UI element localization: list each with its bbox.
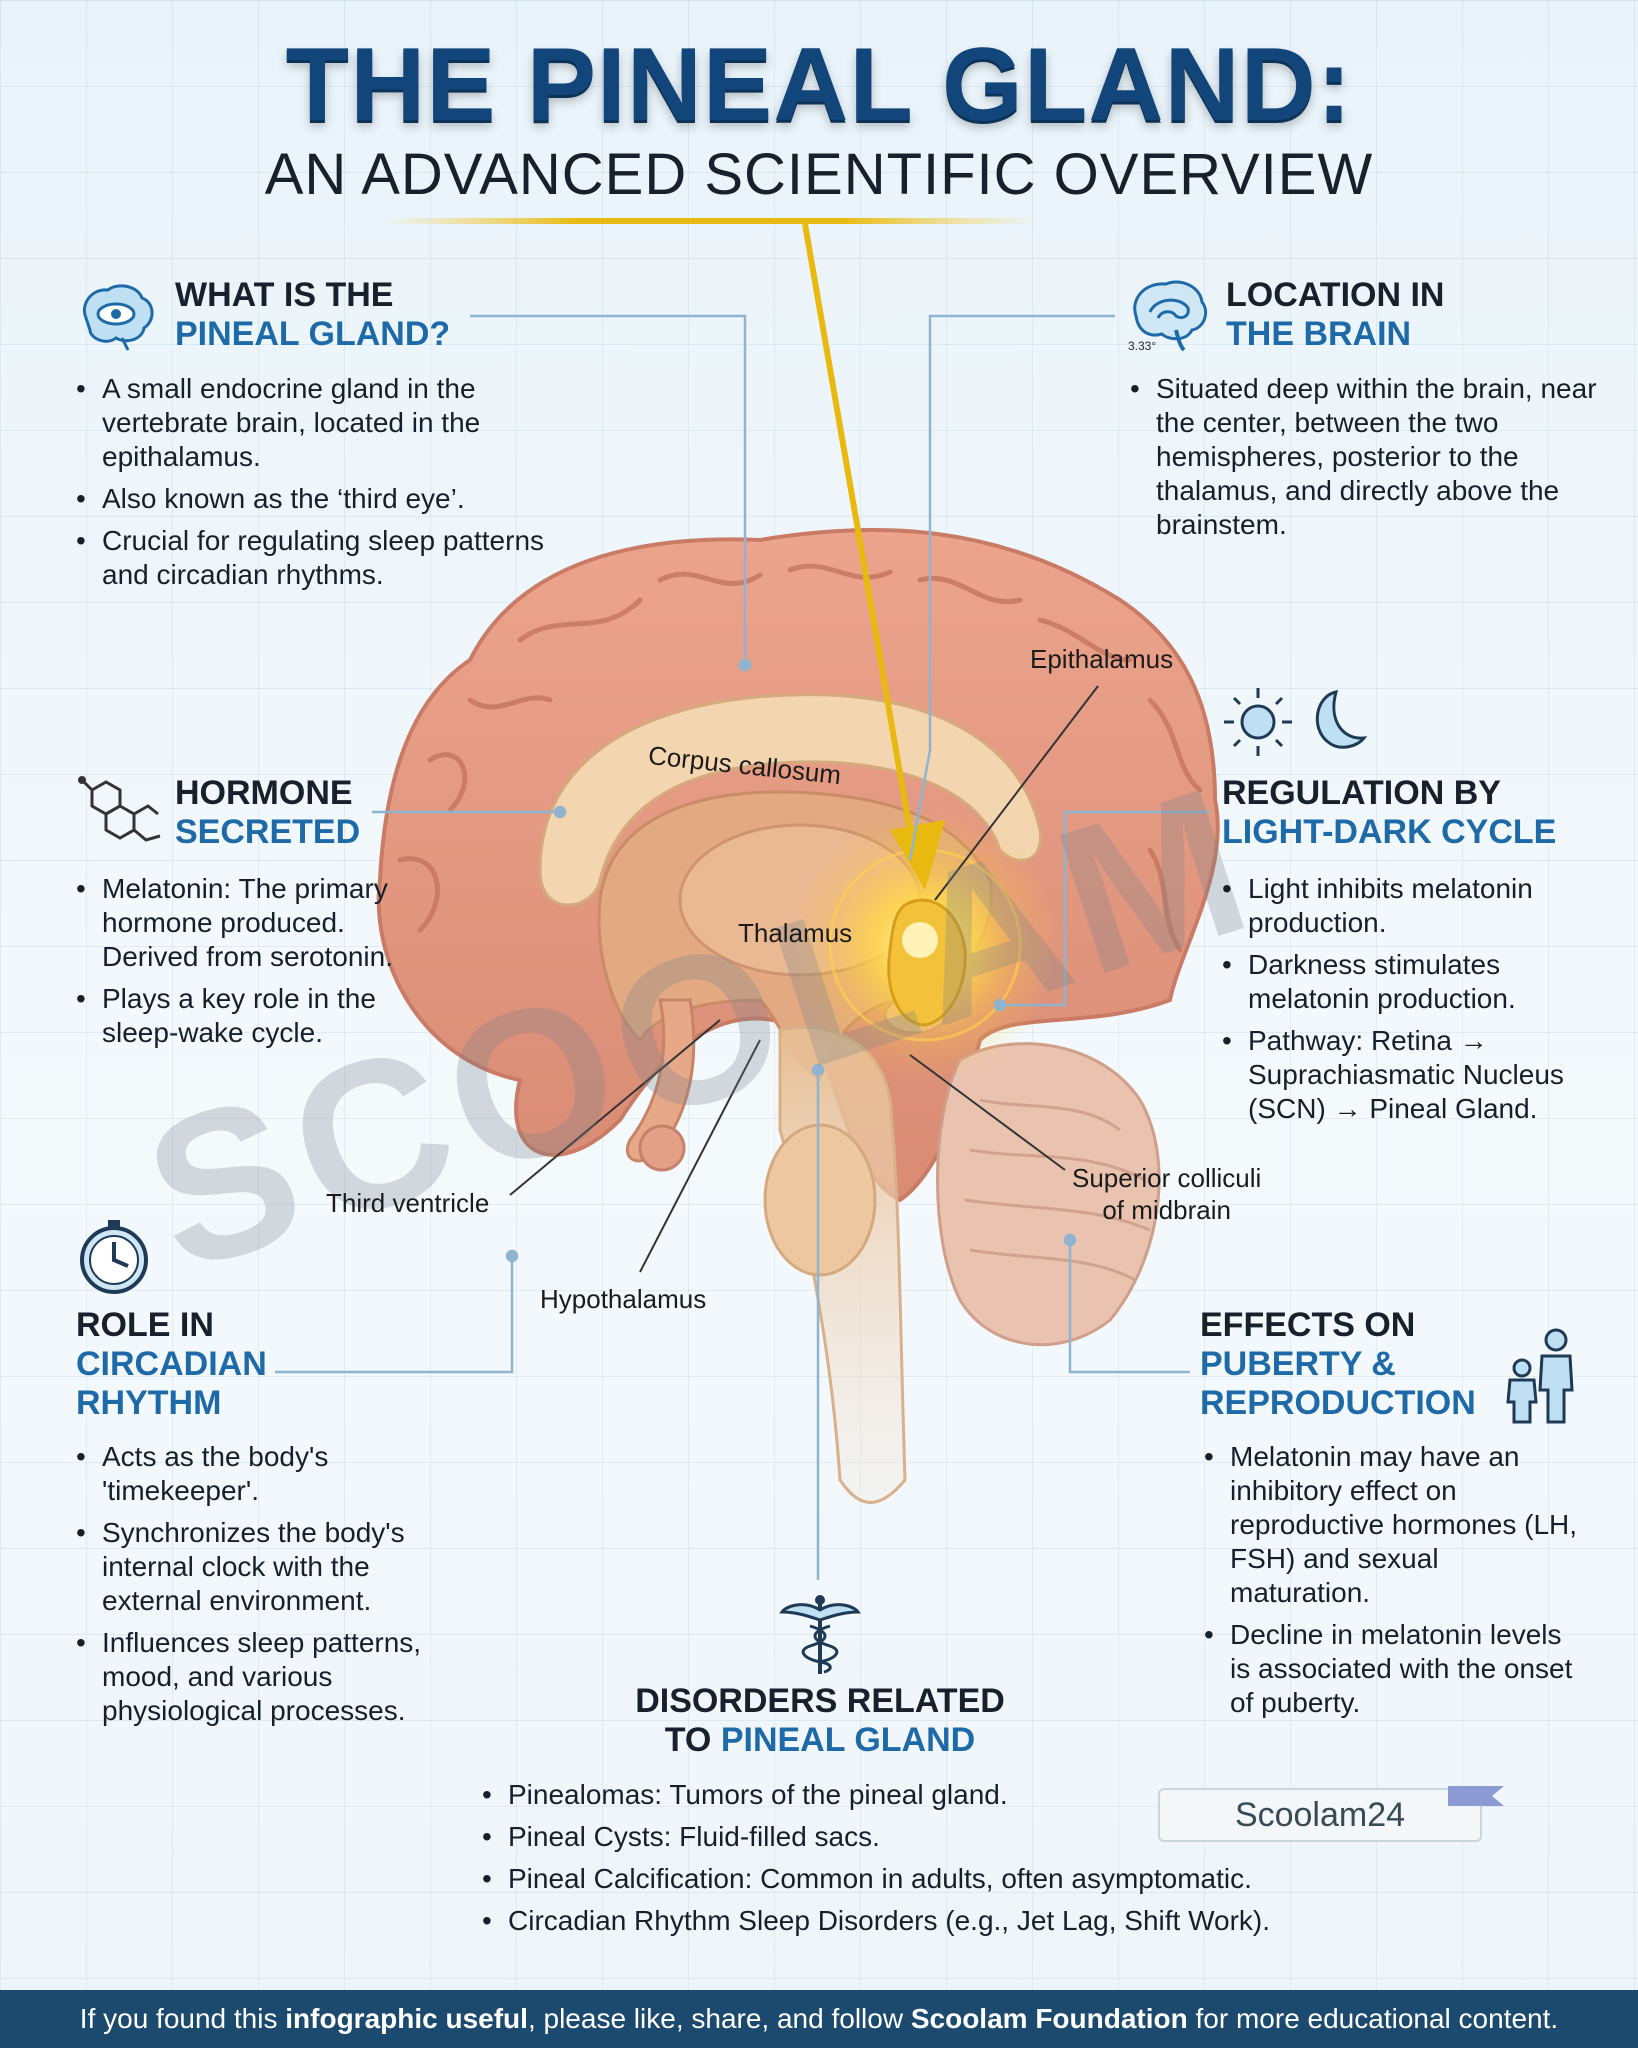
regulation-heading: REGULATION BY LIGHT-DARK CYCLE [1222, 774, 1556, 852]
list-item: Also known as the ‘third eye’. [74, 482, 544, 516]
sun-moon-icon [1224, 688, 1368, 756]
list-item: Melatonin: The primary hormone produced.… [74, 872, 404, 974]
circadian-heading-line2: CIRCADIAN [76, 1345, 267, 1383]
page-subtitle: AN ADVANCED SCIENTIFIC OVERVIEW [264, 142, 1374, 207]
what-heading: WHAT IS THE PINEAL GLAND? [175, 276, 450, 354]
list-item: Decline in melatonin levels is associate… [1202, 1618, 1582, 1720]
hormone-list: Melatonin: The primary hormone produced.… [74, 872, 404, 1058]
gold-arrow-head [890, 820, 945, 890]
list-item: Darkness stimulates melatonin production… [1220, 948, 1600, 1016]
footer-text-2: , please like, share, and follow [527, 2003, 911, 2034]
location-heading-line1: LOCATION IN [1226, 276, 1445, 314]
gold-arrow-line [802, 223, 918, 861]
disorders-heading-blue: PINEAL GLAND [720, 1721, 976, 1759]
list-item: Melatonin may have an inhibitory effect … [1202, 1440, 1582, 1610]
regulation-list: Light inhibits melatonin production. Dar… [1220, 872, 1600, 1134]
clock-icon [80, 1220, 148, 1294]
disorders-heading-line1: DISORDERS RELATED [635, 1682, 1005, 1720]
disorders-heading: DISORDERS RELATED TO PINEAL GLAND [560, 1682, 1080, 1760]
puberty-heading: EFFECTS ON PUBERTY & REPRODUCTION [1200, 1306, 1476, 1423]
label-thalamus: Thalamus [738, 918, 853, 948]
circadian-heading-line1: ROLE IN [76, 1306, 214, 1344]
what-heading-line2: PINEAL GLAND? [175, 315, 451, 353]
footer-bar: If you found this infographic useful, pl… [0, 1990, 1638, 2048]
list-item: Light inhibits melatonin production. [1220, 872, 1600, 940]
list-item: Situated deep within the brain, near the… [1128, 372, 1598, 542]
label-superior-colliculi-line1: Superior colliculi [1072, 1163, 1262, 1193]
location-heading: LOCATION IN THE BRAIN [1226, 276, 1444, 354]
family-icon [1506, 1328, 1574, 1424]
what-heading-line1: WHAT IS THE [175, 276, 394, 314]
label-epithalamus: Epithalamus [1030, 644, 1174, 674]
hormone-heading: HORMONE SECRETED [175, 774, 360, 852]
molecule-icon [78, 776, 161, 842]
hormone-heading-line1: HORMONE [175, 774, 353, 812]
disorders-list: Pinealomas: Tumors of the pineal gland. … [480, 1778, 1360, 1946]
brain-section-icon: 3.33° [1128, 280, 1208, 352]
list-item: Pineal Cysts: Fluid-filled sacs. [480, 1820, 1360, 1854]
list-item: Acts as the body's 'timekeeper'. [74, 1440, 474, 1508]
circadian-heading-line3: RHYTHM [76, 1384, 222, 1422]
puberty-heading-line1: EFFECTS ON [1200, 1306, 1416, 1344]
label-superior-colliculi: Superior colliculi of midbrain [1072, 1162, 1261, 1226]
list-item: A small endocrine gland in the vertebrat… [74, 372, 544, 474]
footer-bold-1: infographic useful [285, 2003, 528, 2034]
label-third-ventricle: Third ventricle [326, 1188, 490, 1218]
regulation-heading-line2: LIGHT-DARK CYCLE [1222, 813, 1557, 851]
location-list: Situated deep within the brain, near the… [1128, 372, 1598, 550]
regulation-heading-line1: REGULATION BY [1222, 774, 1501, 812]
location-heading-line2: THE BRAIN [1226, 315, 1412, 353]
footer-bold-2: Scoolam Foundation [910, 2003, 1188, 2034]
what-list: A small endocrine gland in the vertebrat… [74, 372, 544, 600]
hormone-heading-line2: SECRETED [175, 813, 361, 851]
pons [763, 1123, 877, 1277]
list-item: Synchronizes the body's internal clock w… [74, 1516, 474, 1618]
footer-text-1: If you found this [79, 2003, 286, 2034]
footer-text-3: for more educational content. [1187, 2003, 1559, 2034]
title-underline [380, 218, 1040, 224]
page-title: THE PINEAL GLAND: [285, 27, 1353, 143]
label-hypothalamus: Hypothalamus [540, 1284, 707, 1314]
hypothalamus-shape [625, 998, 696, 1163]
list-item: Influences sleep patterns, mood, and var… [74, 1626, 474, 1728]
list-item: Circadian Rhythm Sleep Disorders (e.g., … [480, 1904, 1360, 1938]
list-item: Pineal Calcification: Common in adults, … [480, 1862, 1360, 1896]
label-superior-colliculi-line2: of midbrain [1102, 1195, 1231, 1225]
pituitary-shape [638, 1124, 686, 1172]
puberty-heading-line2: PUBERTY & [1200, 1345, 1396, 1383]
location-icon-text: 3.33° [1128, 339, 1156, 352]
puberty-list: Melatonin may have an inhibitory effect … [1202, 1440, 1582, 1728]
brain-eye-icon [83, 284, 154, 351]
list-item: Plays a key role in the sleep-wake cycle… [74, 982, 404, 1050]
disorders-heading-to: TO [664, 1721, 712, 1759]
list-item: Crucial for regulating sleep patterns an… [74, 524, 544, 592]
list-item: Pinealomas: Tumors of the pineal gland. [480, 1778, 1360, 1812]
puberty-heading-line3: REPRODUCTION [1200, 1384, 1476, 1422]
flag-icon [1448, 1786, 1504, 1806]
caduceus-icon [779, 1595, 861, 1674]
circadian-list: Acts as the body's 'timekeeper'. Synchro… [74, 1440, 474, 1736]
list-item: Pathway: Retina → Suprachiasmatic Nucleu… [1220, 1024, 1600, 1126]
circadian-heading: ROLE IN CIRCADIAN RHYTHM [76, 1306, 267, 1423]
scoolam-badge: Scoolam24 [1158, 1788, 1482, 1842]
